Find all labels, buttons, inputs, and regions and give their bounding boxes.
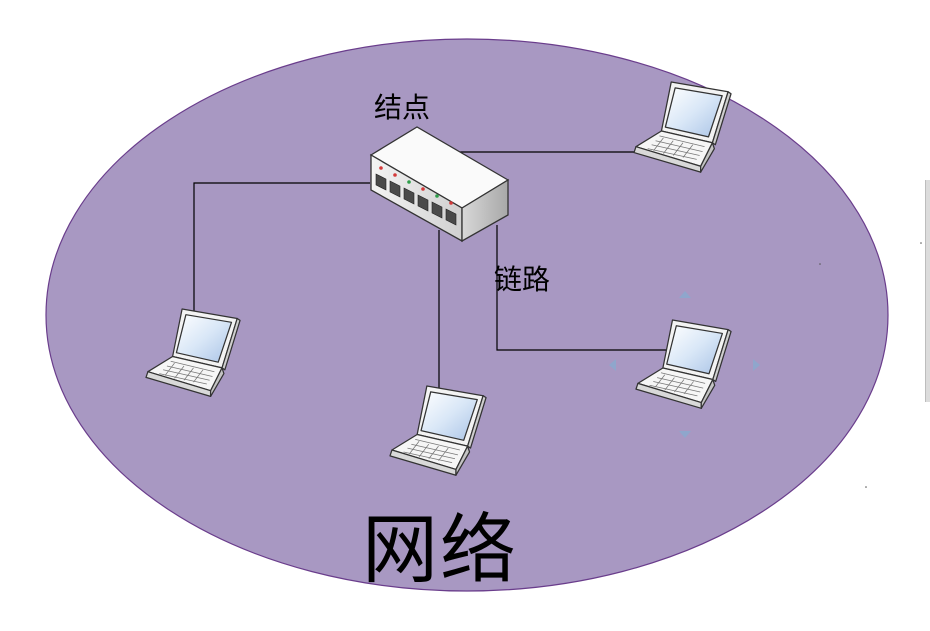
move-right-handle[interactable] <box>753 359 760 371</box>
network-switch-icon[interactable] <box>369 126 510 243</box>
link-to-left-laptop[interactable] <box>193 182 370 318</box>
stray-dot <box>865 486 867 488</box>
move-left-handle[interactable] <box>609 359 616 371</box>
link-to-right-laptop[interactable] <box>496 225 668 351</box>
link-label: 链路 <box>494 263 551 296</box>
scrollbar[interactable] <box>925 180 930 402</box>
stray-dot <box>920 242 922 244</box>
network-ellipse[interactable] <box>45 38 889 592</box>
move-up-handle[interactable] <box>679 291 691 298</box>
move-down-handle[interactable] <box>679 431 691 438</box>
node-label: 结点 <box>374 91 431 124</box>
network-label: 网络 <box>362 505 518 594</box>
selection-handles[interactable] <box>609 291 760 438</box>
stray-dot <box>819 263 821 265</box>
